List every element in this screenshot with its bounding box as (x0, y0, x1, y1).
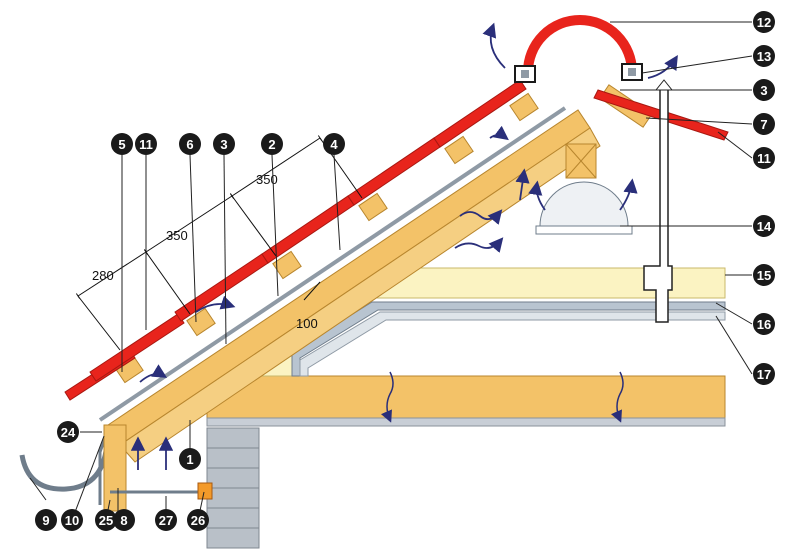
svg-text:27: 27 (159, 513, 173, 528)
svg-text:4: 4 (330, 137, 338, 152)
callout-14: 14 (753, 215, 775, 237)
svg-text:15: 15 (757, 268, 771, 283)
ceiling-beam (206, 371, 726, 427)
callout-3-right: 3 (753, 79, 775, 101)
svg-text:24: 24 (61, 425, 76, 440)
svg-text:26: 26 (191, 513, 205, 528)
callout-16: 16 (753, 313, 775, 335)
callout-13: 13 (753, 45, 775, 67)
svg-text:25: 25 (99, 513, 113, 528)
callout-11-left: 11 (135, 133, 157, 155)
callout-8: 8 (113, 509, 135, 531)
callout-10: 10 (61, 509, 83, 531)
callout-9: 9 (35, 509, 57, 531)
callout-3-left: 3 (213, 133, 235, 155)
svg-text:3: 3 (220, 137, 227, 152)
callout-15: 15 (753, 264, 775, 286)
ridge-vent-holders (514, 63, 643, 83)
underlay-membrane (98, 106, 568, 425)
callout-24: 24 (57, 421, 79, 443)
svg-text:14: 14 (757, 219, 772, 234)
dimension-labels: 280 350 350 100 (92, 172, 318, 331)
vent-element (535, 181, 633, 235)
airflow-arrows (130, 22, 678, 470)
svg-text:7: 7 (760, 117, 767, 132)
svg-text:2: 2 (268, 137, 275, 152)
svg-text:13: 13 (757, 49, 771, 64)
callout-27: 27 (155, 509, 177, 531)
svg-text:16: 16 (757, 317, 771, 332)
gutter (19, 424, 213, 512)
dim-280: 280 (92, 268, 114, 283)
svg-text:11: 11 (757, 151, 771, 166)
svg-text:6: 6 (186, 137, 193, 152)
ridge-timber (565, 143, 597, 179)
dim-350-lower: 350 (166, 228, 188, 243)
brick-wall (206, 427, 260, 549)
callout-25: 25 (95, 509, 117, 531)
svg-text:17: 17 (757, 367, 771, 382)
svg-text:5: 5 (118, 137, 125, 152)
dim-100: 100 (296, 316, 318, 331)
callout-26: 26 (187, 509, 209, 531)
leader-lines (29, 21, 753, 521)
svg-text:10: 10 (65, 513, 79, 528)
svg-text:12: 12 (757, 15, 771, 30)
callout-2: 2 (261, 133, 283, 155)
callout-12: 12 (753, 11, 775, 33)
svg-text:8: 8 (120, 513, 127, 528)
callout-11-right: 11 (753, 147, 775, 169)
callout-1: 1 (179, 448, 201, 470)
svg-text:11: 11 (139, 137, 153, 152)
callout-6: 6 (179, 133, 201, 155)
callout-5: 5 (111, 133, 133, 155)
callout-4: 4 (323, 133, 345, 155)
svg-text:3: 3 (760, 83, 767, 98)
callouts: 5 11 6 3 2 4 12 13 3 7 11 14 15 16 17 1 … (35, 11, 775, 531)
callout-7: 7 (753, 113, 775, 135)
callout-17: 17 (753, 363, 775, 385)
dimension-lines (75, 135, 363, 351)
svg-text:1: 1 (186, 452, 193, 467)
dim-350-upper: 350 (256, 172, 278, 187)
svg-text:9: 9 (42, 513, 49, 528)
